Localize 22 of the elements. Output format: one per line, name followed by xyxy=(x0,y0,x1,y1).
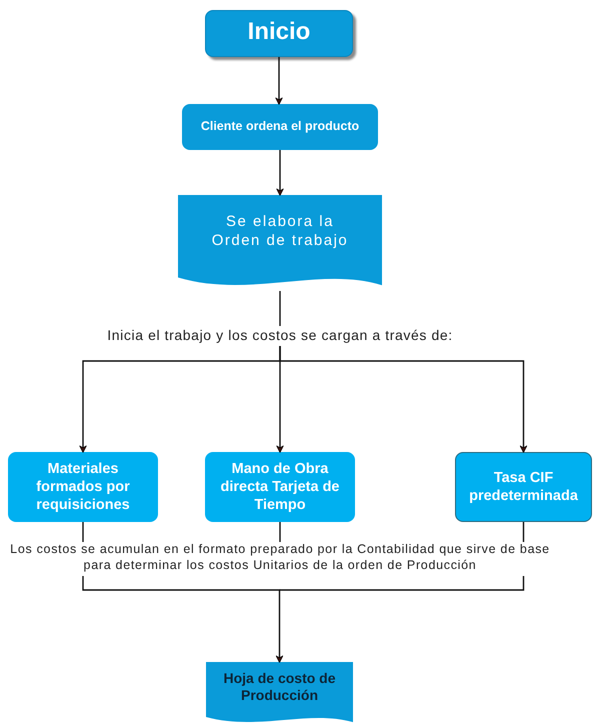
connector-line xyxy=(279,291,281,326)
annotation-text: Inicia el trabajo y los costos se cargan a través de: xyxy=(107,327,453,345)
node-label: Inicio xyxy=(248,16,310,46)
node-label: Tasa CIF predeterminada xyxy=(468,468,579,506)
process-box xyxy=(182,104,378,150)
start-box xyxy=(205,10,353,57)
node-label: Mano de Obra directa Tarjeta de Tiempo xyxy=(219,460,340,514)
node-label: Cliente ordena el producto xyxy=(200,119,360,135)
arrow xyxy=(275,57,283,105)
process-box xyxy=(8,452,158,522)
node-label: Materiales formados por requisiciones xyxy=(35,460,131,514)
connector-line xyxy=(82,522,84,544)
arrow xyxy=(276,150,284,196)
connector-line xyxy=(522,522,524,544)
connector-line xyxy=(279,522,281,544)
process-box xyxy=(205,452,355,522)
annotation-text: Los costos se acumulan en el formato preparado por la Contabilidad que sirve de base para determinar los costos Unitarios de la orden de Producción xyxy=(10,542,550,574)
node-label: Hoja de costo de Producción xyxy=(222,670,337,704)
arrow xyxy=(82,576,284,663)
arrow xyxy=(279,346,528,453)
node-label: Se elabora la Orden de trabajo xyxy=(210,213,350,251)
process-box xyxy=(455,452,592,522)
